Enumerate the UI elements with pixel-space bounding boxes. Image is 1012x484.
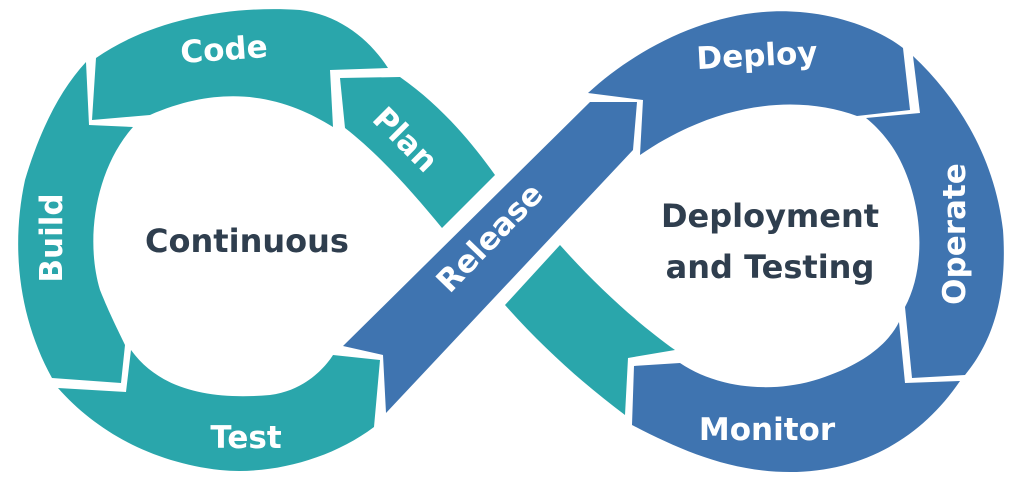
- segment-plan: [340, 77, 495, 228]
- label-monitor: Monitor: [699, 412, 836, 448]
- right-loop: [343, 11, 1004, 472]
- left-loop-title: Continuous: [145, 222, 349, 260]
- left-loop: [18, 9, 675, 471]
- segment-operate: [866, 56, 1004, 378]
- segment-deploy: [588, 11, 910, 156]
- label-deploy: Deploy: [696, 35, 819, 77]
- right-loop-title-line2: and Testing: [666, 248, 875, 286]
- right-loop-title-line1: Deployment: [661, 197, 879, 235]
- label-code: Code: [179, 29, 269, 71]
- teal-crossover-tail: [505, 245, 675, 415]
- segment-build: [18, 62, 133, 383]
- segment-code: [92, 9, 388, 127]
- label-test: Test: [210, 420, 282, 456]
- label-operate: Operate: [937, 163, 973, 305]
- segment-test: [58, 350, 380, 471]
- label-build: Build: [34, 193, 70, 282]
- segment-monitor: [632, 322, 960, 472]
- segment-release: [343, 102, 637, 413]
